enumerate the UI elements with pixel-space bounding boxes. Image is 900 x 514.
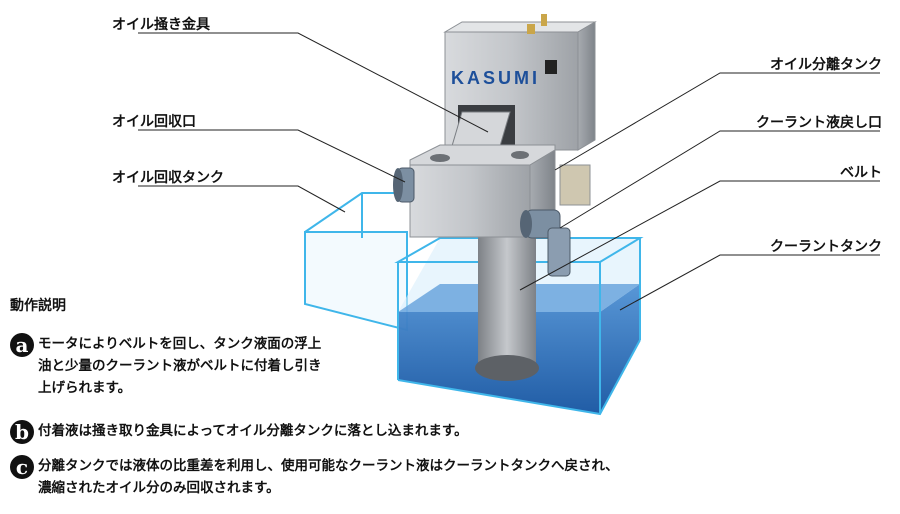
step-badge: a bbox=[10, 333, 34, 357]
operation-title: 動作説明 bbox=[10, 298, 66, 314]
fitting-icon bbox=[541, 14, 547, 26]
oil-separation-tank bbox=[409, 144, 591, 239]
label-coolant-tank: クーラントタンク bbox=[770, 239, 882, 255]
brand-logo: KASUMI bbox=[451, 68, 540, 88]
leader-lines bbox=[138, 32, 880, 311]
step-b: b 付着液は掻き取り金具によってオイル分離タンクに落とし込まれます。 bbox=[10, 420, 468, 444]
label-oil-tank: オイル回収タンク bbox=[112, 170, 224, 186]
fitting-icon bbox=[527, 24, 535, 34]
step-text: モータによりベルトを回し、タンク液面の浮上 油と少量のクーラント液がベルトに付着… bbox=[38, 336, 322, 396]
step-badge: b bbox=[10, 420, 34, 444]
label-oil-scraper: オイル掻き金具 bbox=[112, 17, 210, 33]
oil-scraper bbox=[451, 105, 515, 150]
oil-outlet-pipe bbox=[393, 167, 415, 203]
step-a: a モータによりベルトを回し、タンク液面の浮上 油と少量のクーラント液がベルトに… bbox=[10, 333, 322, 399]
step-text: 分離タンクでは液体の比重差を利用し、使用可能なクーラント液はクーラントタンクへ戻… bbox=[38, 458, 619, 496]
coolant-return-pipe bbox=[520, 209, 571, 277]
label-coolant-return: クーラント液戻し口 bbox=[756, 115, 882, 131]
step-c: c 分離タンクでは液体の比重差を利用し、使用可能なクーラント液はクーラントタンク… bbox=[10, 455, 619, 499]
step-badge: c bbox=[10, 455, 34, 479]
label-oil-outlet: オイル回収口 bbox=[112, 114, 196, 130]
label-separation-tank: オイル分離タンク bbox=[770, 57, 882, 73]
power-switch-icon bbox=[545, 60, 557, 74]
step-text: 付着液は掻き取り金具によってオイル分離タンクに落とし込まれます。 bbox=[38, 423, 468, 439]
label-belt: ベルト bbox=[840, 165, 882, 181]
